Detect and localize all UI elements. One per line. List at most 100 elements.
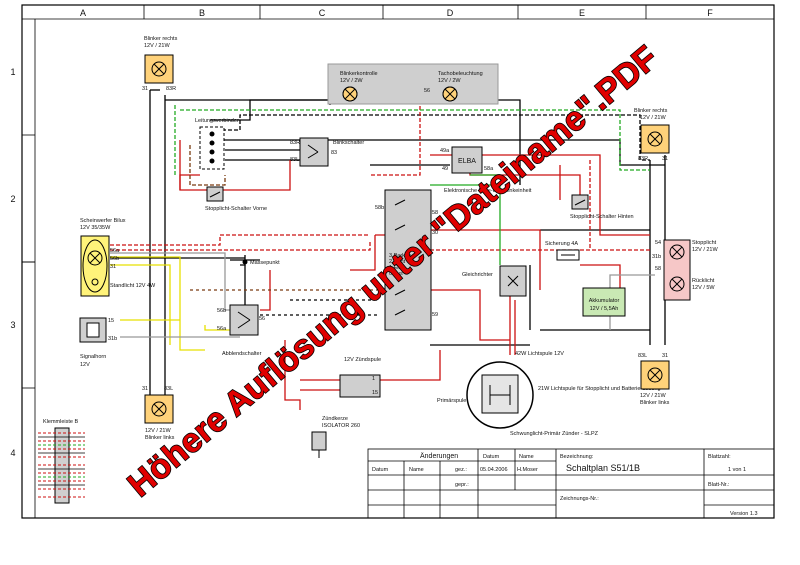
- tb-datum-hdr: Datum: [483, 454, 500, 460]
- svg-text:12V / 5W: 12V / 5W: [692, 285, 715, 291]
- zuendschloss: 58b 58 30 59 3 Parken 2 Licht 1 Ein 0 Au…: [375, 189, 438, 331]
- svg-text:Massepunkt: Massepunkt: [250, 260, 280, 266]
- svg-text:42W Lichtspule 12V: 42W Lichtspule 12V: [515, 351, 564, 357]
- svg-text:Leitungsverbinder: Leitungsverbinder: [195, 118, 239, 124]
- svg-text:31b: 31b: [652, 254, 661, 260]
- svg-text:Blinkerkontrolle: Blinkerkontrolle: [340, 71, 378, 77]
- klemmleiste-b: Klemmleiste B: [38, 419, 85, 504]
- svg-text:Stopplicht-Schalter Hinten: Stopplicht-Schalter Hinten: [570, 214, 634, 220]
- row-label-2: 2: [10, 194, 15, 204]
- svg-text:56a: 56a: [110, 248, 120, 254]
- col-label-f: F: [707, 8, 713, 18]
- svg-text:58: 58: [655, 266, 661, 272]
- col-label-c: C: [319, 8, 326, 18]
- svg-text:56a: 56a: [217, 326, 227, 332]
- row-label-4: 4: [10, 448, 15, 458]
- svg-text:59: 59: [432, 312, 438, 318]
- svg-text:12V / 2W: 12V / 2W: [438, 78, 461, 84]
- svg-text:Blinker rechts: Blinker rechts: [144, 36, 178, 42]
- svg-text:Blinkschalter: Blinkschalter: [333, 140, 364, 146]
- svg-text:58b: 58b: [375, 205, 384, 211]
- svg-text:56b: 56b: [217, 308, 226, 314]
- svg-text:Scheinwerfer Bilux: Scheinwerfer Bilux: [80, 218, 126, 224]
- massepunkt: Massepunkt: [242, 259, 280, 266]
- svg-text:83: 83: [331, 150, 337, 156]
- svg-text:49a: 49a: [440, 148, 450, 154]
- signalhorn: 15 31b Signalhorn 12V: [79, 317, 117, 368]
- svg-text:12V / 21W: 12V / 21W: [692, 247, 718, 253]
- svg-text:0 Aus: 0 Aus: [389, 271, 403, 277]
- abblendschalter: 56b 56 56a Abblendschalter: [217, 304, 265, 357]
- svg-text:58a: 58a: [484, 166, 494, 172]
- scheinwerfer-bilux: Scheinwerfer Bilux 12V 35/35W 56a 56b 31…: [80, 218, 156, 297]
- tb-name-hdr: Name: [519, 454, 534, 460]
- akkumulator: Akkumulator 12V / 5,5Ah: [582, 287, 626, 317]
- row-label-1: 1: [10, 67, 15, 77]
- stopplicht-schalter-hinten: Stopplicht-Schalter Hinten: [570, 194, 634, 220]
- leitungsverbinder: Leitungsverbinder: [195, 118, 239, 170]
- svg-text:15: 15: [108, 318, 114, 324]
- svg-text:3 Parken: 3 Parken: [389, 253, 411, 259]
- svg-text:Signalhorn: Signalhorn: [80, 354, 106, 360]
- svg-text:15: 15: [372, 390, 378, 396]
- svg-text:12V / 21W: 12V / 21W: [144, 43, 170, 49]
- svg-text:31: 31: [142, 86, 148, 92]
- col-label-b: B: [199, 8, 205, 18]
- tb-bezeichnung: Bezeichnung:: [560, 454, 594, 460]
- tb-blattzahl: Blattzahl:: [708, 454, 731, 460]
- svg-text:12V / 21W: 12V / 21W: [640, 115, 666, 121]
- tb-gepr: gepr.:: [455, 482, 469, 488]
- tb-name-col: Name: [409, 467, 424, 473]
- blinker-links-2: 83L 31 12V / 21W Blinker links: [638, 353, 670, 406]
- svg-text:Klemmleiste B: Klemmleiste B: [43, 419, 78, 425]
- col-label-e: E: [579, 8, 585, 18]
- stopplicht-schalter-vorne: Stopplicht-Schalter Vorne: [205, 186, 267, 212]
- svg-text:Blinker rechts: Blinker rechts: [634, 108, 668, 114]
- svg-text:12V / 21W: 12V / 21W: [640, 393, 666, 399]
- svg-text:12V 35/35W: 12V 35/35W: [80, 225, 111, 231]
- tb-gez-name: H.Moser: [517, 467, 538, 473]
- elba: ELBA 49a 49 58a Elektronische Lade-und B…: [440, 146, 532, 194]
- svg-text:21W Lichtspule für Stopplicht: 21W Lichtspule für Stopplicht und Batter…: [538, 386, 661, 392]
- svg-text:Schwunglicht-Primär Zünder - S: Schwunglicht-Primär Zünder - SLPZ: [510, 431, 599, 437]
- row-label-3: 3: [10, 320, 15, 330]
- svg-text:12V Zündspule: 12V Zündspule: [344, 357, 381, 363]
- svg-text:83L: 83L: [164, 386, 173, 392]
- title-block: [367, 448, 775, 519]
- svg-text:Standlicht 12V 4W: Standlicht 12V 4W: [110, 283, 156, 289]
- svg-text:49: 49: [442, 166, 448, 172]
- svg-text:ELBA: ELBA: [458, 158, 476, 165]
- svg-text:54: 54: [655, 240, 661, 246]
- svg-text:56: 56: [424, 88, 430, 94]
- svg-text:83L: 83L: [290, 157, 299, 163]
- svg-text:31: 31: [662, 353, 668, 359]
- stopplicht: Stopplicht 12V / 21W 54 31b: [652, 239, 718, 301]
- svg-text:83L: 83L: [638, 353, 647, 359]
- svg-text:Blinker links: Blinker links: [640, 400, 670, 406]
- tb-zeichnungs-nr: Zeichnungs-Nr.:: [560, 496, 599, 502]
- svg-text:12V / 5,5Ah: 12V / 5,5Ah: [590, 306, 619, 312]
- row-dividers: [22, 134, 35, 389]
- tb-blatt-count: 1 von 1: [728, 467, 746, 473]
- column-dividers: [143, 5, 647, 19]
- svg-text:Primärspule: Primärspule: [437, 398, 466, 404]
- svg-text:12V / 2W: 12V / 2W: [340, 78, 363, 84]
- zuendkerze: Zündkerze ISOLATOR 260: [311, 416, 360, 458]
- ruecklicht: Rücklicht 12V / 5W 58: [655, 266, 715, 291]
- svg-text:1: 1: [372, 376, 375, 382]
- tb-gez-datum: 05.04.2006: [480, 467, 508, 473]
- tb-gez: gez.:: [455, 467, 467, 473]
- svg-text:Akkumulator: Akkumulator: [589, 298, 620, 304]
- blinker-rechts-2: Blinker rechts 12V / 21W 83R 31: [634, 108, 670, 162]
- tb-aenderungen: Änderungen: [420, 452, 458, 460]
- svg-text:Elektronische Lade-und Blinkei: Elektronische Lade-und Blinkeinheit: [444, 188, 532, 194]
- tb-blatt-nr: Blatt-Nr.:: [708, 482, 730, 488]
- tb-version: Version 1.3: [730, 511, 758, 517]
- svg-text:30: 30: [432, 230, 438, 236]
- blinkschalter: Blinkschalter 83R 83 83L: [290, 137, 364, 167]
- blinker-links-1: 31 83L 12V / 21W Blinker links: [142, 386, 175, 441]
- schwunglicht: 42W Lichtspule 12V 21W Lichtspule für St…: [437, 351, 661, 437]
- svg-text:Abblendschalter: Abblendschalter: [222, 351, 262, 357]
- svg-text:Zündkerze: Zündkerze: [322, 416, 348, 422]
